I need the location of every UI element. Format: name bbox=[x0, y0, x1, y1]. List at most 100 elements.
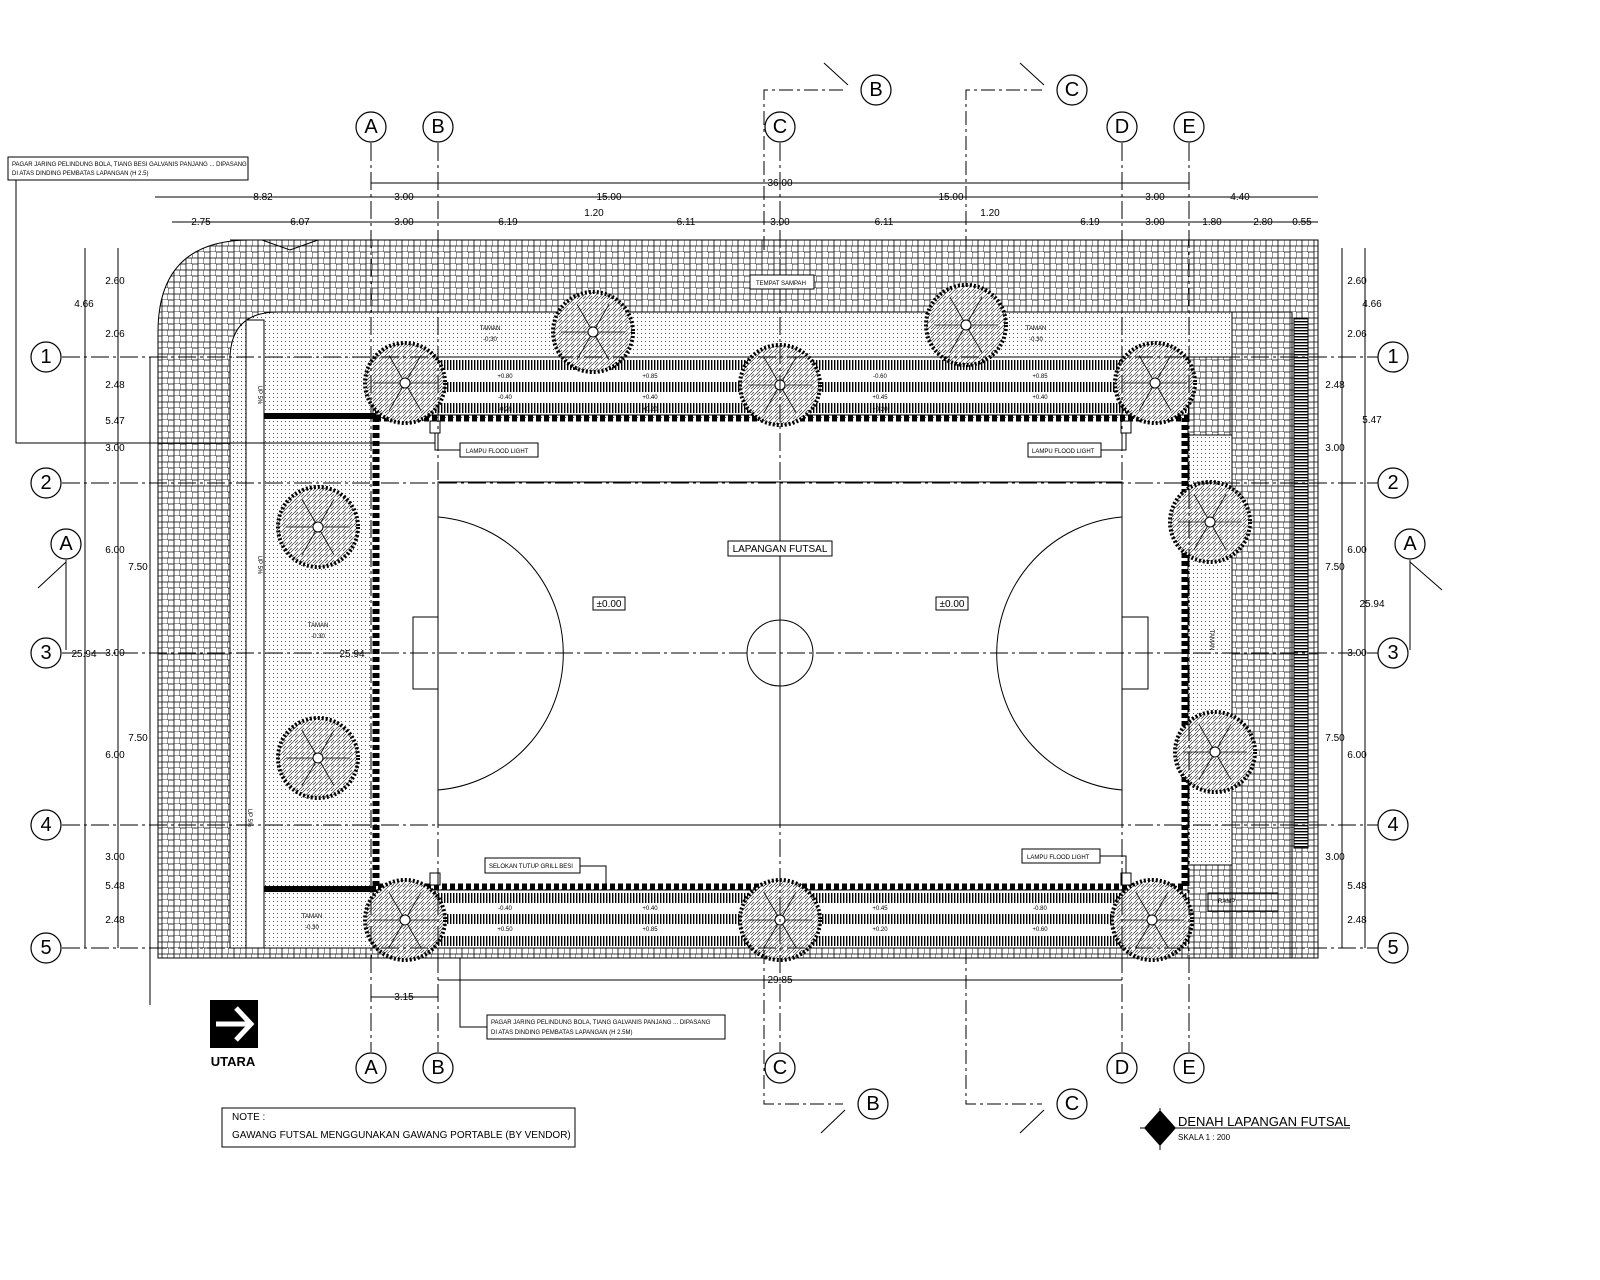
tree-icon bbox=[1173, 710, 1257, 794]
ramp-box-label: RAMP bbox=[1218, 899, 1235, 905]
dimension-label: 6.00 bbox=[105, 750, 125, 761]
tree-icon bbox=[1113, 341, 1197, 425]
grid-bubble-5: 5 bbox=[1377, 932, 1409, 964]
dimension-label: 2.48 bbox=[1347, 915, 1367, 926]
ramp-label: UP 5% bbox=[256, 386, 262, 405]
section-marker: C bbox=[965, 950, 1088, 1134]
drawing-title: DENAH LAPANGAN FUTSAL bbox=[1178, 1114, 1350, 1129]
grid-bubble-3: 3 bbox=[30, 637, 62, 669]
court-label: LAPANGAN FUTSAL bbox=[727, 540, 833, 557]
note-heading: NOTE : bbox=[232, 1112, 265, 1123]
tribune-level: +0.45 bbox=[872, 906, 888, 912]
tribune-level: +0.50 bbox=[497, 927, 513, 933]
grid-label: E bbox=[1182, 116, 1195, 138]
dimension-label: 7.50 bbox=[1325, 733, 1345, 744]
fence-extension-top bbox=[264, 413, 376, 419]
dimension-label: 2.60 bbox=[1347, 276, 1367, 287]
dimension-label: 1.20 bbox=[980, 208, 1000, 219]
tribune-level: +0.85 bbox=[1032, 374, 1048, 380]
grid-label: 1 bbox=[1387, 346, 1398, 368]
dimension-label: 3.15 bbox=[394, 992, 414, 1003]
dimension-label: 2.06 bbox=[1347, 329, 1367, 340]
grid-label: 3 bbox=[40, 642, 51, 664]
dimension-label: 7.50 bbox=[128, 562, 148, 573]
grid-label: A bbox=[364, 116, 378, 138]
grid-label: 4 bbox=[1387, 814, 1398, 836]
grid-label: C bbox=[773, 116, 787, 138]
tribune-level: +0.60 bbox=[1032, 927, 1048, 933]
fence-note-line1: PAGAR JARING PELINDUNG BOLA, TIANG GALVA… bbox=[491, 1020, 711, 1026]
tribune-level: +0.20 bbox=[872, 927, 888, 933]
dimension-label: 2.48 bbox=[1325, 380, 1345, 391]
dimension-label: 7.50 bbox=[1325, 562, 1345, 573]
dimension-label: 3.00 bbox=[1145, 192, 1165, 203]
tribune-level: +0.20 bbox=[872, 407, 888, 413]
grid-label: 4 bbox=[40, 814, 51, 836]
grid-bubble-E: E bbox=[1173, 1052, 1205, 1084]
callout-drain: SELOKAN TUTUP GRILL BESI bbox=[484, 857, 607, 888]
dimension-label: 8.82 bbox=[253, 192, 273, 203]
dimension-label: 3.00 bbox=[1347, 648, 1367, 659]
level-left: ±0.00 bbox=[592, 596, 626, 611]
grid-bubble-A: A bbox=[355, 111, 387, 143]
dimension-label: 2.80 bbox=[1253, 217, 1273, 228]
grid-bubble-3: 3 bbox=[1377, 637, 1409, 669]
garden-labels: TAMAN -0.30 TAMAN -0.30 TAMAN -0.30 TAMA… bbox=[246, 326, 1235, 931]
dimension-label: 3.00 bbox=[105, 648, 125, 659]
ramp-label: UP 5% bbox=[246, 809, 252, 828]
garden-level: -0.30 bbox=[1029, 337, 1043, 343]
tree-icon bbox=[1168, 480, 1252, 564]
dimension-label: 25.94 bbox=[339, 649, 364, 660]
dimension-label: 3.00 bbox=[394, 192, 414, 203]
dimension-label: 2.75 bbox=[191, 217, 211, 228]
tree-icon bbox=[1110, 878, 1194, 962]
dimension-label: 3.00 bbox=[1325, 443, 1345, 454]
grid-bubble-5: 5 bbox=[30, 932, 62, 964]
tribune-level: +0.40 bbox=[642, 906, 658, 912]
tree-icon bbox=[363, 878, 447, 962]
dimension-label: 15.00 bbox=[938, 192, 963, 203]
section-label: B bbox=[866, 1093, 879, 1115]
section-marker: A bbox=[50, 528, 82, 560]
tribune-level: +0.40 bbox=[642, 395, 658, 401]
grid-bubble-B: B bbox=[422, 111, 454, 143]
section-label: A bbox=[59, 533, 73, 555]
fence-note-line2: DI ATAS DINDING PEMBATAS LAPANGAN (H 2.5… bbox=[491, 1030, 632, 1036]
top-box-label: TEMPAT SAMPAH bbox=[756, 281, 806, 287]
dimension-label: 0.55 bbox=[1292, 217, 1312, 228]
tribune-level: -0.60 bbox=[873, 374, 887, 380]
court-name: LAPANGAN FUTSAL bbox=[733, 544, 828, 555]
grid-bubble-2: 2 bbox=[1377, 467, 1409, 499]
right-drain bbox=[1293, 317, 1309, 849]
tribune-level: +0.85 bbox=[642, 927, 658, 933]
grid-bubble-4: 4 bbox=[30, 809, 62, 841]
right-paving-strip bbox=[1231, 311, 1293, 959]
grid-label: D bbox=[1115, 1057, 1129, 1079]
grid-bubble-D: D bbox=[1106, 1052, 1138, 1084]
grid-bubble-D: D bbox=[1106, 111, 1138, 143]
dimension-label: 6.00 bbox=[1347, 750, 1367, 761]
dimension-label: 3.00 bbox=[770, 217, 790, 228]
dimension-label: 3.00 bbox=[1145, 217, 1165, 228]
dimension-label: 3.00 bbox=[1325, 852, 1345, 863]
garden-label: TAMAN bbox=[308, 623, 329, 629]
tribune-level: +0.20 bbox=[642, 407, 658, 413]
grid-label: 1 bbox=[40, 346, 51, 368]
tree-icon bbox=[924, 283, 1008, 367]
fence-extension-bottom bbox=[264, 886, 376, 892]
garden-level: -0.30 bbox=[311, 634, 325, 640]
grid-label: C bbox=[773, 1057, 787, 1079]
callout-flood-light-tr: LAMPU FLOOD LIGHT bbox=[1027, 433, 1127, 458]
section-label: C bbox=[1065, 1093, 1079, 1115]
garden-label: TAMAN bbox=[480, 326, 501, 332]
tree-icon bbox=[363, 341, 447, 425]
grid-label: B bbox=[431, 116, 444, 138]
dimension-label: 25.94 bbox=[1359, 599, 1384, 610]
grid-bubble-1: 1 bbox=[30, 341, 62, 373]
drawing-scale: SKALA 1 : 200 bbox=[1178, 1133, 1231, 1142]
level-right: ±0.00 bbox=[935, 596, 969, 611]
grid-bubble-4: 4 bbox=[1377, 809, 1409, 841]
note-box: NOTE : GAWANG FUTSAL MENGGUNAKAN GAWANG … bbox=[221, 1107, 576, 1148]
garden-level: -0.30 bbox=[305, 925, 319, 931]
